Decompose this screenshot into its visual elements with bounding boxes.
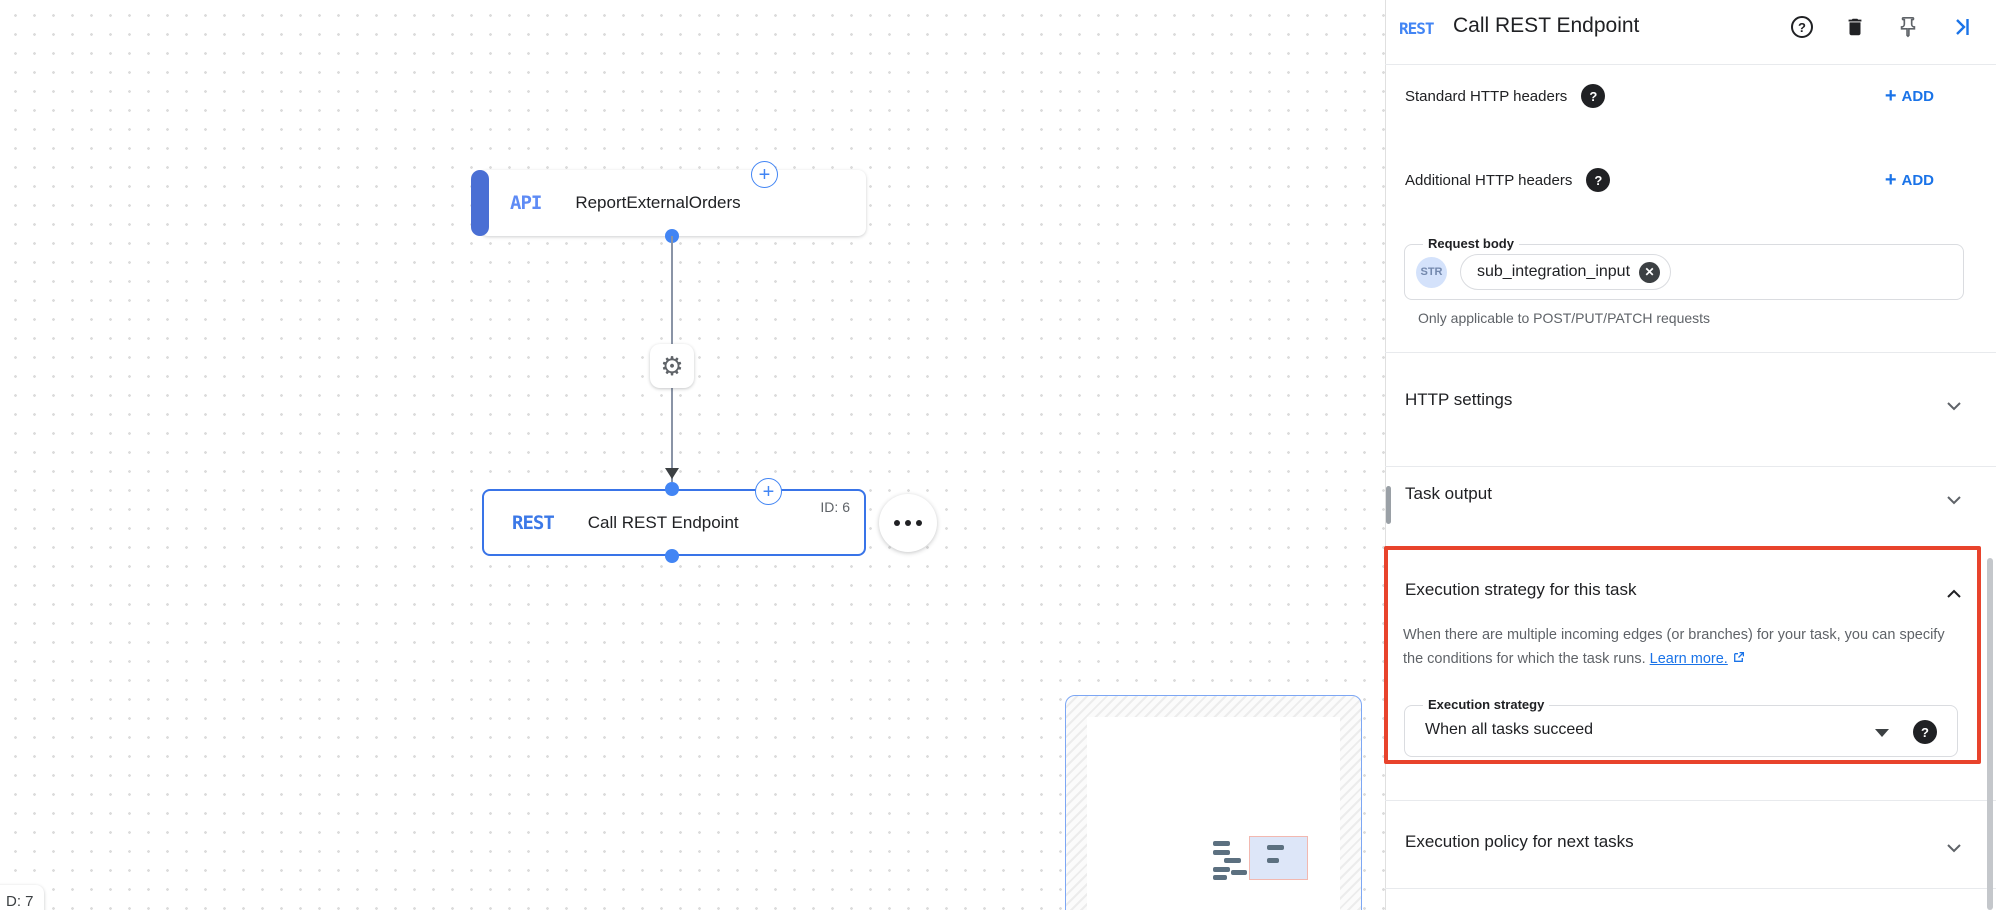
chevron-up-icon[interactable] [1942, 582, 1966, 606]
execution-strategy-field-label: Execution strategy [1423, 697, 1550, 712]
help-icon[interactable]: ? [1913, 720, 1937, 744]
canvas-minimap[interactable] [1065, 695, 1362, 910]
chevron-down-icon[interactable] [1942, 836, 1966, 860]
execution-policy-section[interactable]: Execution policy for next tasks [1405, 832, 1634, 851]
minimap-node-mark [1213, 867, 1230, 872]
rest-node-id-label: ID: 6 [820, 499, 850, 515]
rest-task-node[interactable]: REST Call REST Endpoint ID: 6 [482, 489, 866, 556]
add-standard-header-button[interactable]: + ADD [1884, 85, 1934, 107]
rest-node-input-port[interactable] [665, 482, 679, 496]
minimap-viewport [1087, 717, 1340, 910]
minimap-node-mark [1267, 858, 1279, 863]
add-task-icon[interactable]: + [751, 161, 778, 188]
clipped-node-id-label: D: 7 [6, 893, 34, 910]
clipped-node-card[interactable]: D: 7 [0, 885, 44, 910]
collapse-panel-icon[interactable] [1948, 14, 1974, 40]
minimap-node-mark [1213, 841, 1230, 846]
rest-node-badge: REST [512, 511, 555, 534]
request-body-field[interactable]: Request body STR sub_integration_input ✕ [1404, 236, 1964, 300]
learn-more-link[interactable]: Learn more. [1649, 651, 1728, 667]
additional-http-headers-label: Additional HTTP headers [1405, 171, 1573, 189]
add-additional-header-button[interactable]: + ADD [1884, 169, 1934, 191]
external-link-icon [1732, 648, 1745, 672]
help-icon[interactable]: ? [1586, 168, 1611, 192]
task-output-section[interactable]: Task output [1405, 484, 1492, 503]
string-type-badge: STR [1416, 256, 1447, 288]
execution-strategy-description: When there are multiple incoming edges (… [1403, 623, 1951, 672]
help-icon[interactable]: ? [1581, 84, 1606, 108]
execution-strategy-section[interactable]: Execution strategy for this task [1405, 580, 1637, 599]
add-task-icon[interactable]: + [755, 478, 782, 505]
integration-canvas[interactable]: API ReportExternalOrders + ⚙ REST Call R… [0, 0, 1385, 910]
api-node-badge: API [510, 192, 542, 214]
execution-strategy-dropdown[interactable]: Execution strategy When all tasks succee… [1404, 697, 1958, 757]
divider [1385, 64, 1996, 65]
request-body-label: Request body [1423, 236, 1519, 251]
plus-icon: + [1884, 85, 1897, 107]
request-body-variable-chip[interactable]: sub_integration_input ✕ [1460, 254, 1672, 290]
http-settings-section[interactable]: HTTP settings [1405, 390, 1513, 409]
rest-node-output-port[interactable] [665, 549, 679, 563]
remove-variable-icon[interactable]: ✕ [1639, 261, 1661, 283]
request-body-helper-text: Only applicable to POST/PUT/PATCH reques… [1418, 310, 1711, 326]
node-more-options-button[interactable] [879, 494, 937, 552]
edge-arrowhead [665, 468, 679, 479]
divider [1385, 352, 1996, 353]
minimap-node-mark [1231, 870, 1247, 875]
minimap-node-mark [1213, 850, 1230, 855]
divider [1385, 466, 1996, 467]
divider [1385, 888, 1996, 889]
minimap-node-mark [1267, 845, 1284, 850]
edge-config-gear-icon[interactable]: ⚙ [650, 344, 694, 388]
dot-icon [894, 520, 900, 526]
help-icon[interactable]: ? [1789, 14, 1815, 40]
api-node-accent-bar [471, 170, 489, 236]
execution-strategy-value: When all tasks succeed [1425, 721, 1594, 738]
rest-node-title: Call REST Endpoint [587, 512, 739, 532]
dot-icon [905, 520, 911, 526]
minimap-selected-region [1249, 836, 1308, 880]
minimap-node-mark [1213, 875, 1227, 880]
minimap-node-mark [1224, 858, 1241, 863]
chevron-down-icon[interactable] [1942, 394, 1966, 418]
dropdown-caret-icon[interactable] [1875, 729, 1889, 737]
panel-scroll-indicator [1386, 486, 1391, 524]
standard-http-headers-label: Standard HTTP headers [1405, 87, 1568, 105]
chevron-down-icon[interactable] [1942, 488, 1966, 512]
panel-title: Call REST Endpoint [1453, 14, 1640, 37]
divider [1385, 800, 1996, 801]
delete-task-icon[interactable] [1842, 14, 1868, 40]
task-config-panel [1385, 0, 1996, 910]
plus-icon: + [1884, 169, 1897, 191]
panel-scrollbar[interactable] [1987, 558, 1993, 910]
panel-header: REST Call REST Endpoint ? [1385, 0, 1996, 64]
api-trigger-node[interactable]: API ReportExternalOrders [471, 170, 866, 236]
api-node-title: ReportExternalOrders [575, 193, 741, 212]
dot-icon [916, 520, 922, 526]
rest-badge-icon: REST [1399, 19, 1435, 38]
pin-panel-icon[interactable] [1895, 14, 1921, 40]
